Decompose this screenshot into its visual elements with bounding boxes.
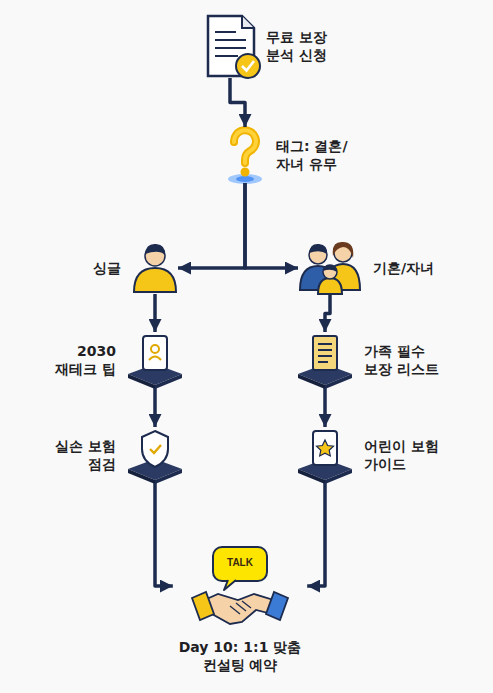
step-label: 무료 보장 분석 신청: [266, 28, 336, 64]
bubble-label: TALK: [213, 557, 267, 568]
step-label: 2030 재테크 팁: [39, 342, 116, 378]
step-label: 기혼/자녀: [373, 259, 434, 277]
step-label: 태그: 결혼/자녀 유무: [276, 137, 374, 173]
step-label: 싱글: [93, 259, 121, 277]
flow-arrow: [155, 483, 173, 586]
content-step: 가족 필수 보장 리스트: [297, 332, 442, 388]
tip-icon: [128, 336, 182, 389]
star-card-icon: [298, 431, 352, 484]
document-icon: [208, 16, 260, 78]
flow-arrow: [178, 183, 245, 268]
icon-slot: [205, 14, 255, 78]
step-label: 가족 필수 보장 리스트: [364, 342, 442, 378]
family-icon: [300, 242, 360, 294]
flow-arrow: [245, 183, 298, 268]
branch-step: 기혼/자녀: [298, 241, 434, 295]
step-label: 어린이 보험 가이드: [364, 437, 448, 473]
icon-slot: [225, 127, 265, 183]
content-step: 실손 보험 점검: [39, 427, 183, 483]
branch-step: 싱글: [93, 242, 178, 294]
flow-arrow: [153, 388, 157, 427]
icon-slot: [298, 241, 362, 295]
question-icon: [228, 130, 262, 184]
list-icon: [298, 336, 352, 389]
step-label: 실손 보험 점검: [39, 437, 116, 473]
icon-slot: [297, 332, 353, 388]
content-step: 어린이 보험 가이드: [297, 427, 448, 483]
talk-handshake-icon: [192, 547, 288, 624]
flow-arrow: [323, 388, 327, 427]
flow-arrow: [307, 483, 325, 586]
flow-arrow: [153, 294, 157, 332]
shield-icon: [128, 431, 182, 484]
icon-slot: [297, 427, 353, 483]
icon-slot: [127, 427, 183, 483]
icon-slot: [127, 332, 183, 388]
flow-arrow: [325, 295, 330, 332]
flow-arrow: [230, 78, 245, 127]
icon-slot: [132, 242, 178, 294]
decision-tag: 태그: 결혼/자녀 유무: [225, 127, 374, 183]
start-step: 무료 보장 분석 신청: [205, 14, 336, 78]
content-step: 2030 재테크 팁: [39, 332, 183, 388]
step-label: Day 10: 1:1 맞춤 컨설팅 예약: [173, 638, 307, 674]
single-person-icon: [134, 244, 176, 292]
